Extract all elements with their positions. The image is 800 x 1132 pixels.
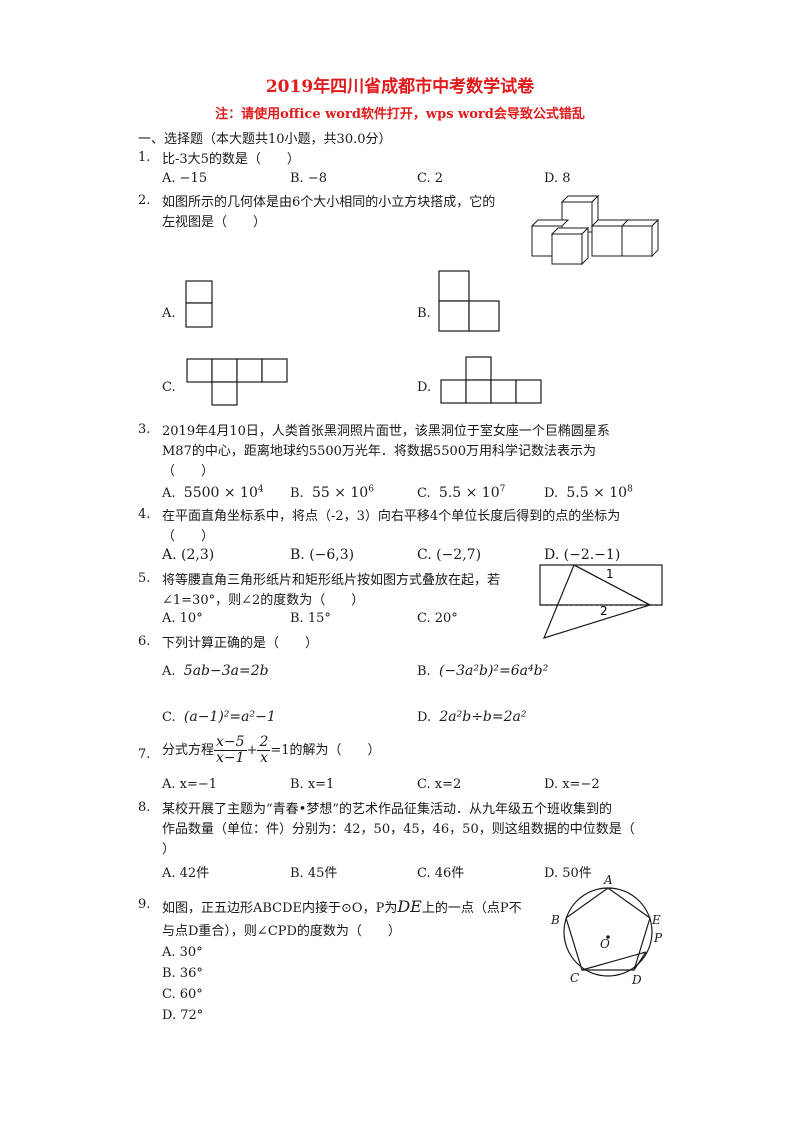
q8-stem-line3: ） [162, 842, 176, 857]
q9-label-e: E [651, 913, 661, 927]
q4-stem-line1: 在平面直角坐标系中，将点（-2，3）向右平移4个单位长度后得到的点的坐标为 [162, 509, 621, 524]
q9-pentagon-circle-figure: A B E P O C D [550, 873, 663, 987]
q2-solid-figure [530, 194, 660, 266]
q3-stem-line3: （ ） [162, 464, 215, 479]
q6-stem: 下列计算正确的是（ ） [162, 636, 319, 651]
q9-option-d[interactable]: D. 72° [162, 1008, 204, 1023]
q7-number: 7. [138, 747, 151, 762]
q2-option-a[interactable]: A. [162, 306, 176, 321]
q9-arc-de: DE [397, 897, 422, 916]
q1-option-a[interactable]: A. −15 [162, 171, 208, 186]
q1-option-d[interactable]: D. 8 [544, 171, 571, 186]
q5-stem-line2: ∠1=30°，则∠2的度数为（ ） [162, 593, 365, 608]
q5-angle1-label: 1 [606, 567, 614, 581]
q6-option-b[interactable]: B. (−3a²b)²=6a⁴b² [417, 663, 549, 679]
q3-option-a[interactable]: A. 5500 × 104 [162, 484, 264, 501]
q7-option-a[interactable]: A. x=−1 [162, 777, 218, 792]
q2-option-b-figure [438, 270, 500, 332]
q9-label-b: B [550, 913, 560, 927]
q2-stem-line1: 如图所示的几何体是由6个大小相同的小立方块搭成，它的 [162, 195, 496, 210]
q5-number: 5. [138, 571, 151, 586]
page-title: 2019年四川省成都市中考数学试卷 [265, 77, 535, 97]
q9-option-a[interactable]: A. 30° [162, 945, 203, 960]
q3-stem-line1: 2019年4月10日，人类首张黑洞照片面世，该黑洞位于室女座一个巨椭圆星系 [162, 424, 610, 439]
software-note: 注：请使用office word软件打开，wps word会导致公式错乱 [215, 107, 585, 122]
q1-option-c[interactable]: C. 2 [417, 171, 444, 186]
q2-number: 2. [138, 193, 151, 208]
q2-option-c[interactable]: C. [162, 380, 176, 395]
q1-stem: 比-3大5的数是（ ） [162, 152, 300, 167]
q5-option-b[interactable]: B. 15° [290, 611, 331, 626]
q2-option-c-figure [186, 358, 288, 406]
q9-label-d: D [631, 973, 642, 987]
q4-option-d[interactable]: D. (−2.−1) [544, 547, 621, 563]
q5-option-a[interactable]: A. 10° [162, 611, 203, 626]
q2-option-b[interactable]: B. [417, 306, 431, 321]
q2-option-d-figure [440, 356, 542, 404]
q4-option-a[interactable]: A. (2,3) [162, 547, 215, 563]
q8-stem-line2: 作品数量（单位：件）分别为：42，50，45，46，50，则这组数据的中位数是（ [162, 822, 635, 837]
q8-option-d[interactable]: D. 50件 [544, 866, 592, 881]
q9-label-p: P [653, 931, 663, 945]
q4-stem-line2: （ ） [162, 529, 215, 544]
q3-number: 3. [138, 422, 151, 437]
q8-option-b[interactable]: B. 45件 [290, 866, 338, 881]
q9-number: 9. [138, 897, 151, 912]
q8-option-a[interactable]: A. 42件 [162, 866, 210, 881]
q5-triangle-rectangle-figure: 1 2 [539, 564, 663, 639]
q4-option-b[interactable]: B. (−6,3) [290, 547, 355, 563]
q3-option-b[interactable]: B. 55 × 106 [290, 484, 374, 501]
q5-angle2-label: 2 [600, 604, 608, 618]
q5-option-c[interactable]: C. 20° [417, 611, 458, 626]
q5-stem-line1: 将等腰直角三角形纸片和矩形纸片按如图方式叠放在起，若 [162, 573, 501, 588]
q9-label-c: C [570, 971, 579, 985]
q4-option-c[interactable]: C. (−2,7) [417, 547, 482, 563]
q9-label-o: O [600, 937, 610, 951]
q8-stem-line1: 某校开展了主题为“青春•梦想”的艺术作品征集活动．从九年级五个班收集到的 [162, 802, 612, 817]
q7-option-d[interactable]: D. x=−2 [544, 777, 600, 792]
q3-option-c[interactable]: C. 5.5 × 107 [417, 484, 506, 501]
q6-option-a[interactable]: A. 5ab−3a=2b [162, 663, 269, 679]
q7-option-b[interactable]: B. x=1 [290, 777, 335, 792]
q6-number: 6. [138, 634, 151, 649]
q9-label-a: A [603, 873, 613, 887]
q9-option-c[interactable]: C. 60° [162, 987, 203, 1002]
q8-number: 8. [138, 800, 151, 815]
q2-option-d[interactable]: D. [417, 380, 432, 395]
q1-number: 1. [138, 150, 151, 165]
q3-option-d[interactable]: D. 5.5 × 108 [544, 484, 633, 501]
q2-option-a-figure [185, 280, 213, 328]
q3-stem-line2: M87的中心，距离地球约5500万光年．将数据5500万用科学记数法表示为 [162, 444, 597, 459]
q1-option-b[interactable]: B. −8 [290, 171, 327, 186]
q9-stem-line2: 与点D重合），则∠CPD的度数为（ ） [162, 924, 401, 939]
q4-number: 4. [138, 507, 151, 522]
q9-option-b[interactable]: B. 36° [162, 966, 203, 981]
q8-option-c[interactable]: C. 46件 [417, 866, 465, 881]
q7-option-c[interactable]: C. x=2 [417, 777, 462, 792]
q6-option-c[interactable]: C. (a−1)²=a²−1 [162, 709, 276, 725]
q2-stem-line2: 左视图是（ ） [162, 215, 267, 230]
q6-option-d[interactable]: D. 2a²b÷b=2a² [417, 709, 527, 725]
q9-stem-line1: 如图，正五边形ABCDE内接于⊙O，P为DE上的一点（点P不 [162, 897, 522, 916]
section-heading: 一、选择题（本大题共10小题，共30.0分） [138, 132, 392, 147]
